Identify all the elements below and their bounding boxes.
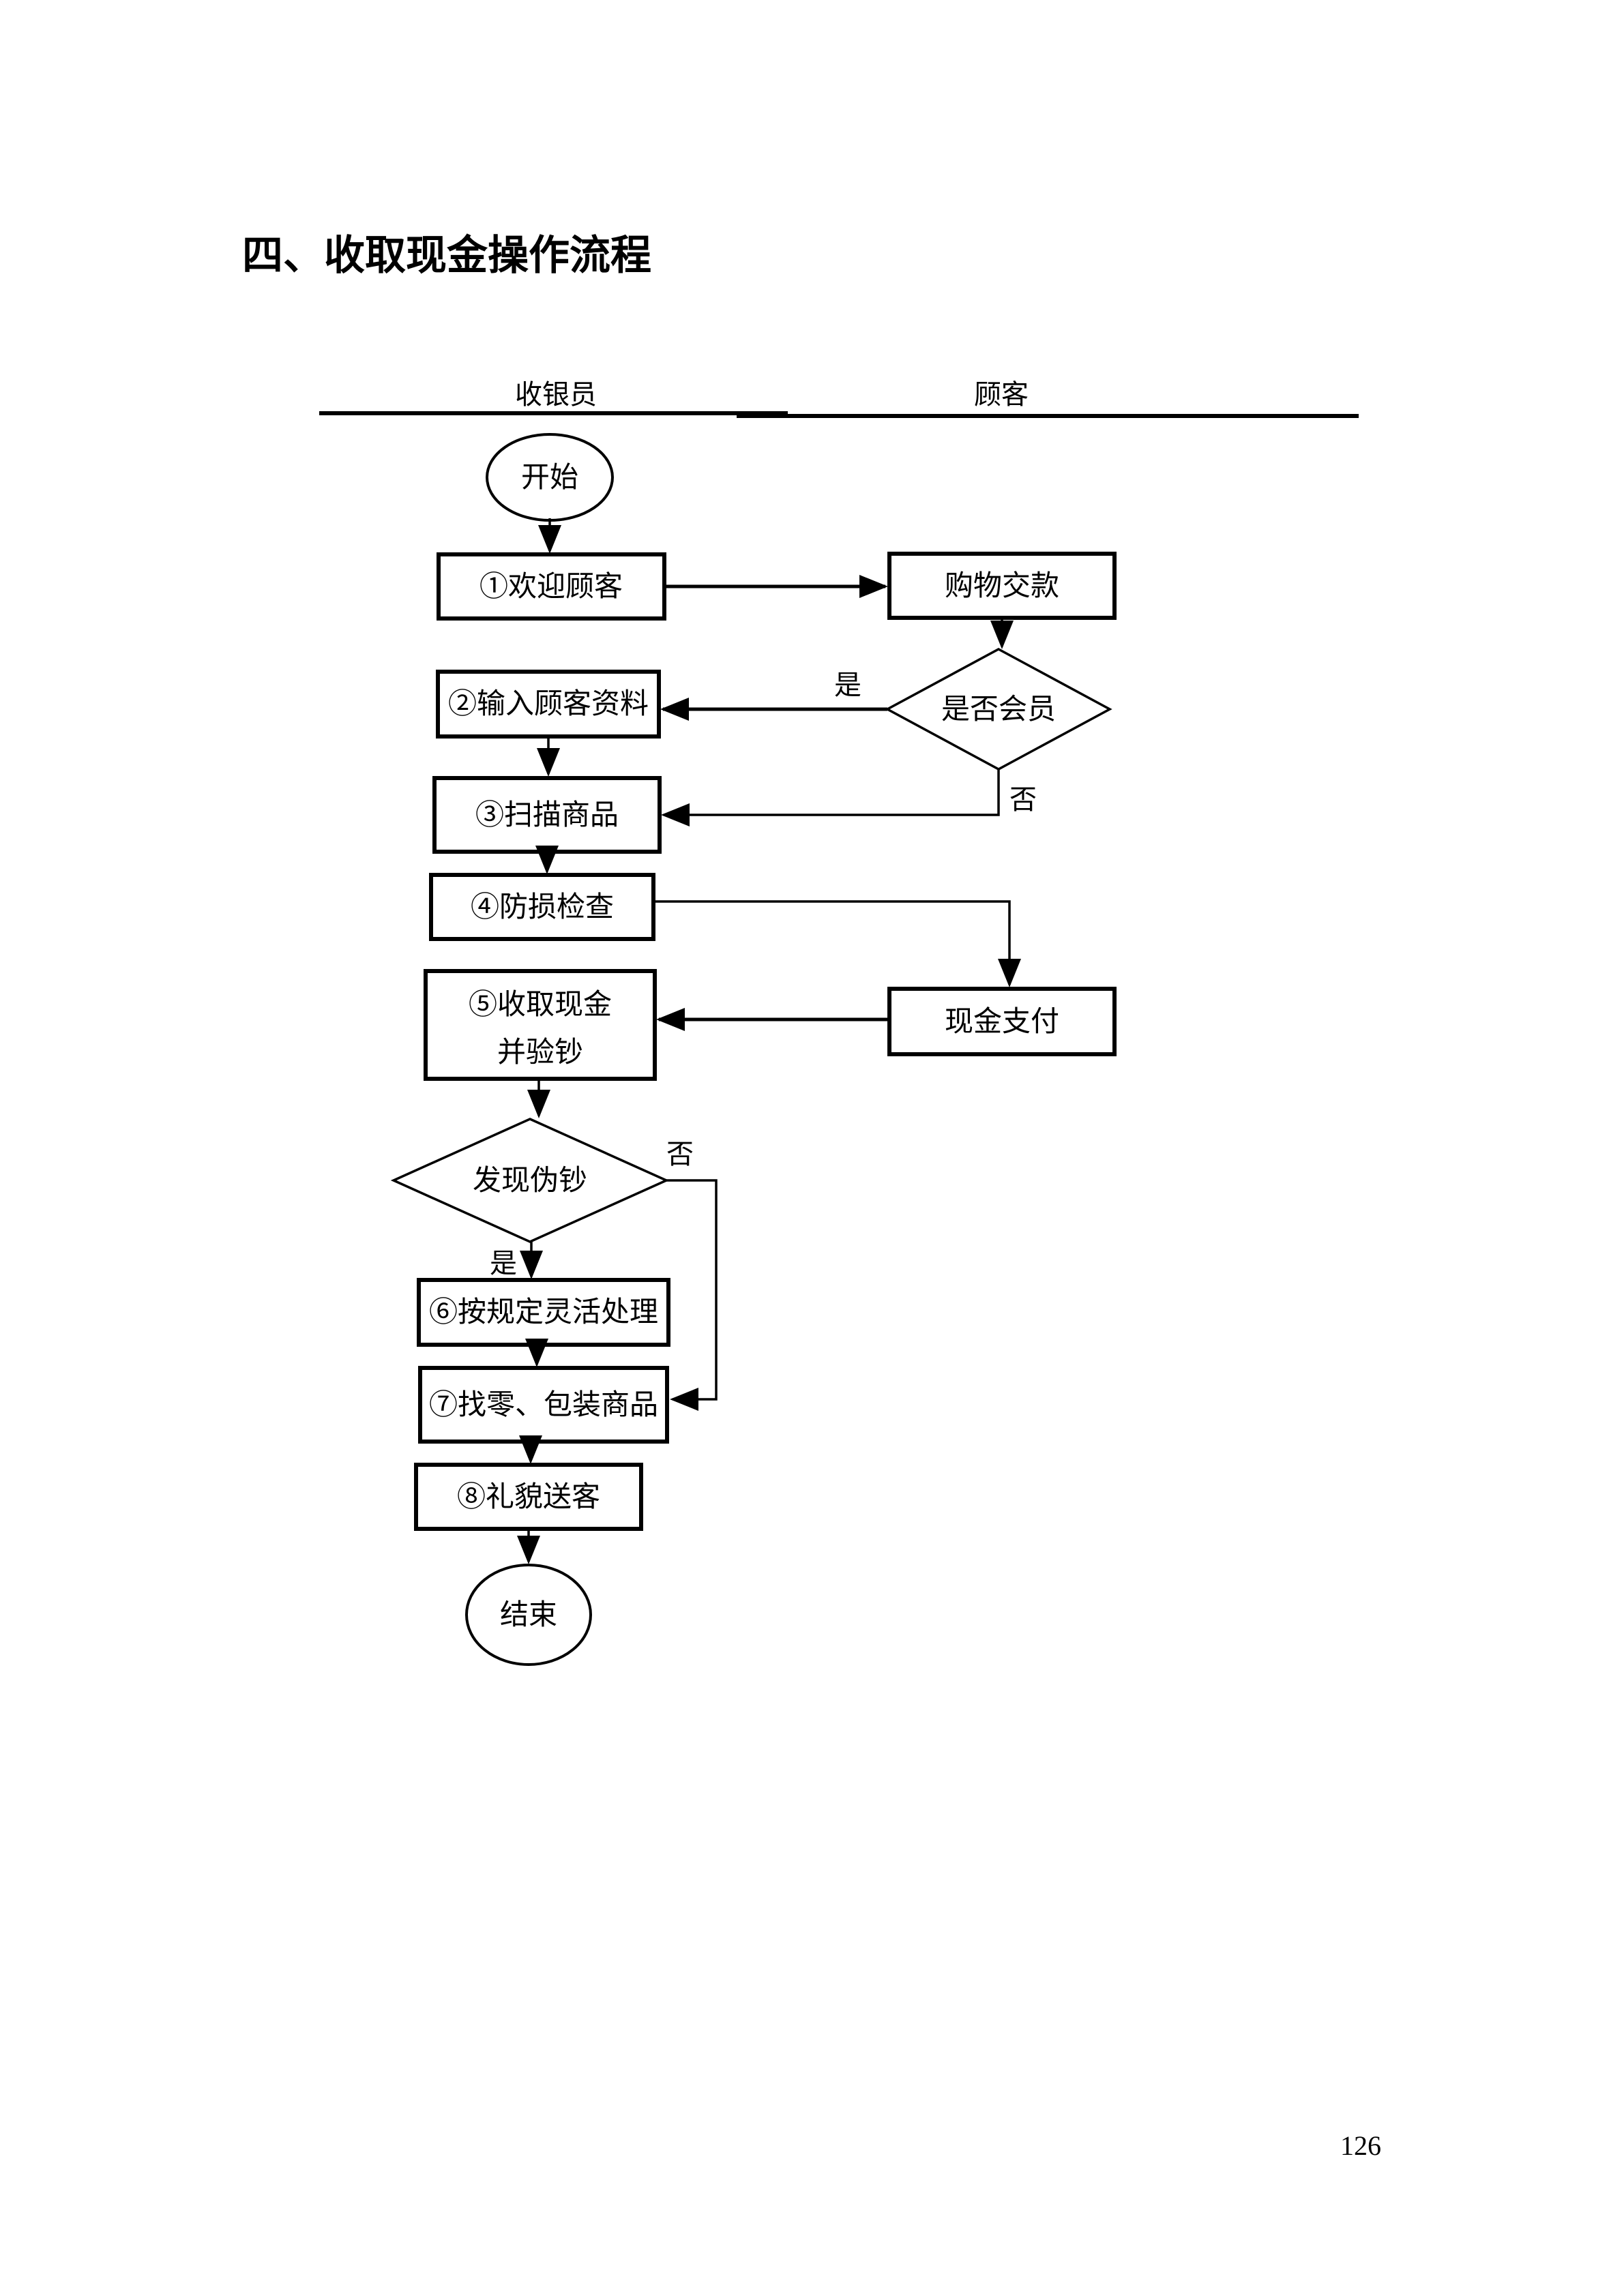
member-yes-label: 是 xyxy=(834,670,861,700)
page-number: 126 xyxy=(1340,2130,1381,2161)
flexible-handle-label: ⑥按规定灵活处理 xyxy=(429,1296,658,1328)
shopping-pay-label: 购物交款 xyxy=(945,570,1059,602)
collect-cash-label-line1: ⑤收取现金 xyxy=(469,989,612,1021)
fake-no-label: 否 xyxy=(666,1139,694,1169)
end-label: 结束 xyxy=(500,1600,557,1631)
start-label: 开始 xyxy=(521,462,578,494)
fake-check-label: 发现伪钞 xyxy=(473,1165,587,1197)
member-check-label: 是否会员 xyxy=(941,694,1056,726)
cash-pay-label: 现金支付 xyxy=(945,1006,1059,1038)
collect-cash-label-line2: 并验钞 xyxy=(497,1037,583,1069)
polite-send-label: ⑧礼貌送客 xyxy=(457,1481,600,1513)
column-header-customer: 顾客 xyxy=(974,379,1029,410)
flow-arrow-fake-no xyxy=(666,1179,718,1411)
loss-check-label: ④防损检查 xyxy=(471,891,614,923)
fake-check-diamond xyxy=(390,1118,670,1243)
change-pack-box xyxy=(418,1366,669,1444)
input-info-label: ②输入顾客资料 xyxy=(448,688,649,720)
scan-goods-label: ③扫描商品 xyxy=(475,800,619,831)
page-title: 四、收取现金操作流程 xyxy=(242,233,651,278)
flow-arrow-member-no xyxy=(661,769,1000,826)
column-header-cashier: 收银员 xyxy=(515,379,597,410)
flow-arrow-loss-cashpay xyxy=(653,900,1021,987)
collect-cash-box xyxy=(424,969,657,1081)
fake-yes-label: 是 xyxy=(490,1248,517,1279)
cash-pay-box xyxy=(887,987,1117,1056)
welcome-label: ①欢迎顾客 xyxy=(479,571,623,603)
end-terminator xyxy=(465,1564,592,1666)
loss-check-box xyxy=(429,873,655,941)
change-pack-label: ⑦找零、包装商品 xyxy=(429,1390,658,1421)
member-no-label: 否 xyxy=(1009,784,1037,815)
